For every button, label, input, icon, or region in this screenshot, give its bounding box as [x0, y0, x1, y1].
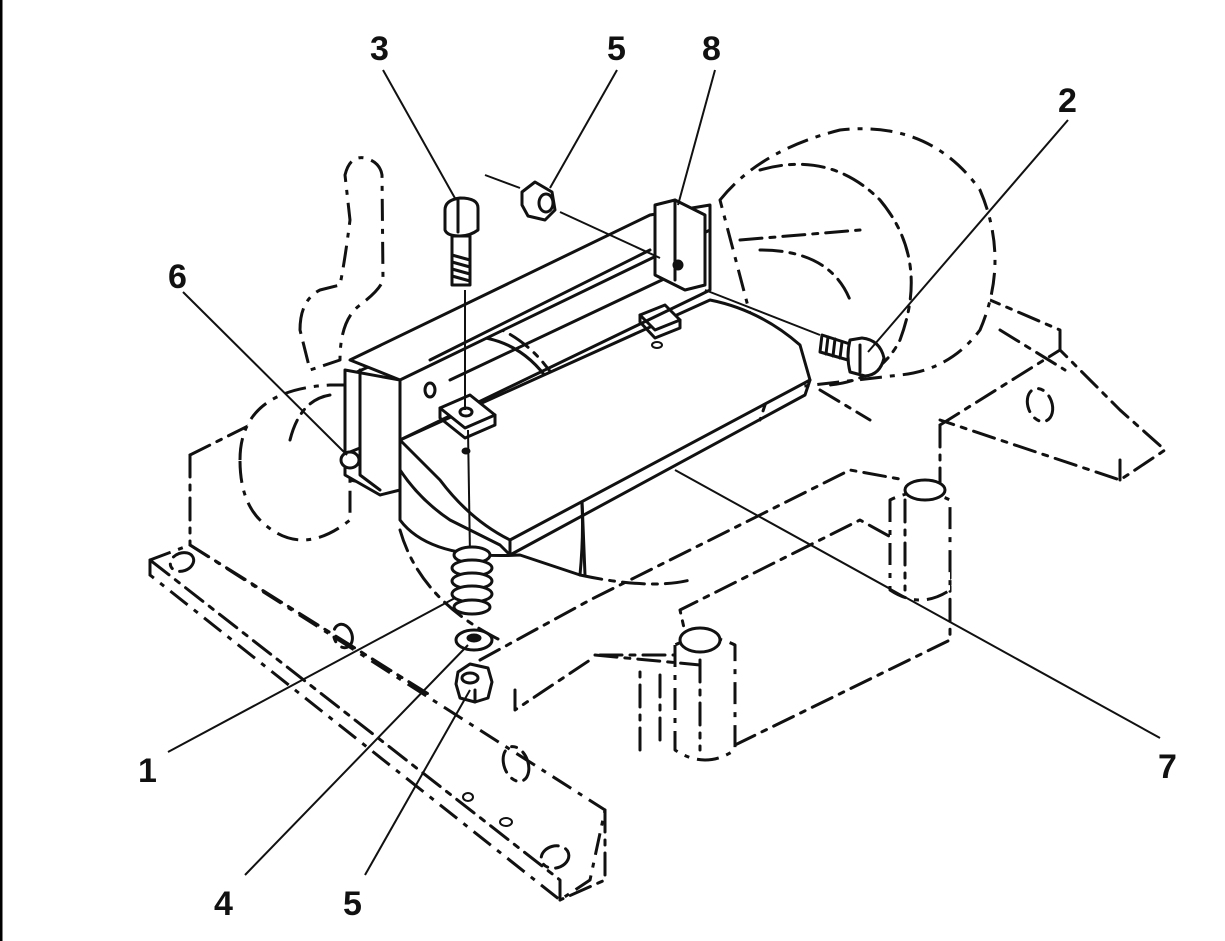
- leader-2: [867, 119, 1069, 353]
- spring-item-1: [450, 545, 494, 616]
- callout-1: 1: [138, 752, 157, 790]
- washer-item-4: [454, 628, 494, 652]
- callout-5-top: 5: [607, 30, 626, 68]
- hinge-post-right: [888, 478, 952, 602]
- bolt-item-2: [704, 289, 886, 378]
- hinge-post-front: [593, 626, 737, 762]
- nut-item-5-bottom: [454, 662, 494, 704]
- callout-2: 2: [1058, 82, 1077, 120]
- callout-4: 4: [214, 885, 233, 923]
- leader-4: [244, 644, 469, 876]
- nut-item-5-top: [484, 174, 661, 259]
- pin-item-6: [339, 446, 362, 470]
- callout-3: 3: [370, 30, 389, 68]
- callout-5-bottom: 5: [343, 885, 362, 923]
- callout-6: 6: [168, 258, 187, 296]
- leader-5-top: [549, 69, 618, 189]
- callout-7: 7: [1158, 748, 1177, 786]
- cover-plate: [398, 298, 812, 557]
- leader-5-bottom: [364, 689, 471, 876]
- callout-labels: 3 5 8 2 6 1 7 4 5: [138, 30, 1177, 923]
- leader-7: [674, 469, 1161, 739]
- winch-drum: [718, 127, 997, 422]
- leader-8: [677, 69, 716, 206]
- clamp-plate: [438, 393, 497, 440]
- leader-6: [182, 291, 348, 456]
- leader-3: [382, 69, 457, 201]
- bolt-item-3: [443, 196, 480, 556]
- leader-lines: [167, 69, 1161, 876]
- leader-1: [167, 597, 456, 753]
- left-drum-cap: [238, 383, 352, 542]
- base-frame: [148, 298, 1167, 902]
- callout-8: 8: [702, 30, 721, 68]
- release-lever: [298, 156, 385, 372]
